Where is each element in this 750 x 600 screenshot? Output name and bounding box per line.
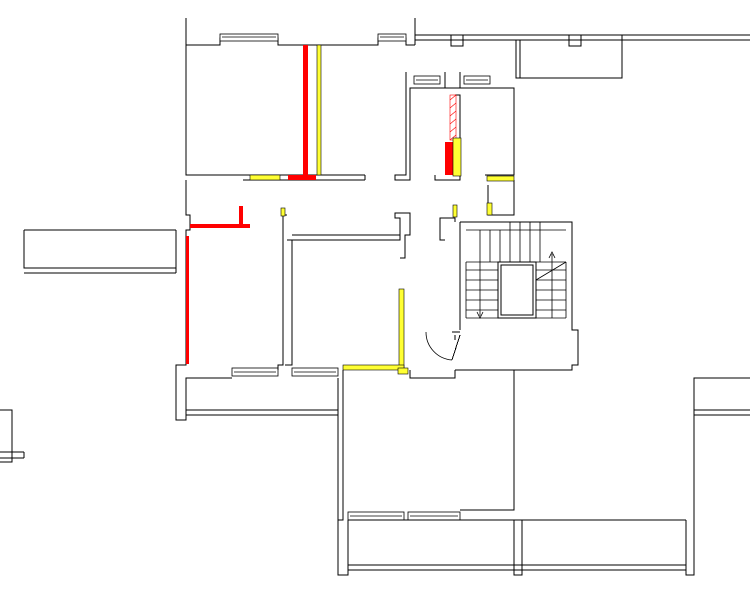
stairwell [439, 217, 579, 371]
demolition-wall-6 [445, 142, 453, 175]
new-wall-5 [486, 202, 493, 216]
new-wall-3 [452, 137, 462, 177]
demolition-wall-2 [288, 175, 316, 180]
demolition-wall-4 [239, 206, 243, 226]
left-balcony [0, 229, 177, 463]
middle-left-room [175, 180, 411, 421]
demolition-wall-3 [190, 224, 250, 228]
new-wall-2 [249, 174, 281, 181]
new-wall-4 [486, 175, 515, 182]
window-top-1 [219, 33, 279, 42]
new-wall-7 [280, 207, 286, 217]
bottom-center-room [337, 369, 750, 576]
new-wall-6 [452, 204, 458, 218]
arrow-icon [476, 251, 556, 319]
new-wall-10 [397, 367, 409, 375]
new-walls [249, 44, 515, 375]
demolition-wall-5 [186, 236, 189, 364]
new-wall-9 [342, 364, 405, 371]
new-wall-1 [316, 44, 322, 176]
new-wall-8 [398, 288, 405, 374]
window-top-2 [377, 33, 407, 42]
top-left-rooms [185, 18, 416, 181]
door-swing-icon [425, 331, 461, 361]
demolition-walls [186, 45, 453, 364]
hatched-area [449, 94, 457, 141]
bottom-left-strip [186, 378, 339, 520]
demolition-wall-1 [303, 45, 308, 175]
top-right-wing [415, 34, 750, 79]
